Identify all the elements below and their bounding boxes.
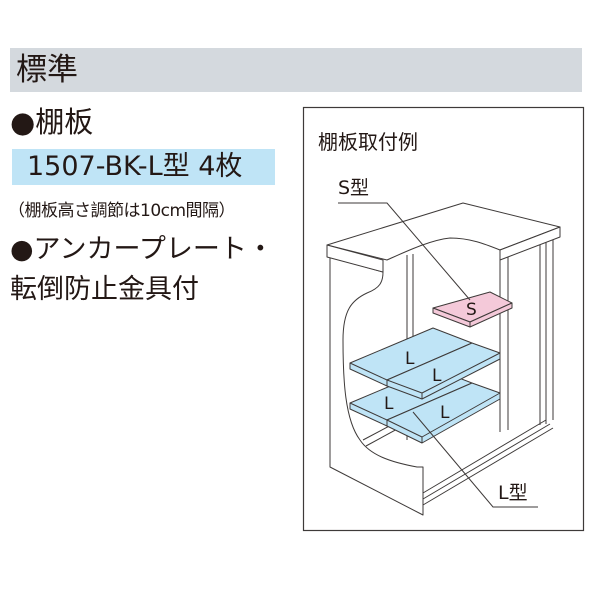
bottom-rail [362, 414, 554, 506]
l-type-label: L型 [498, 482, 528, 504]
diagram-title: 棚板取付例 [318, 130, 418, 154]
s-type-leader [338, 202, 471, 301]
shelf-note: （棚板高さ調節は10cm間隔） [8, 201, 236, 221]
post-middle [499, 247, 509, 432]
left-panel [329, 256, 424, 516]
l-type-leader [412, 411, 538, 508]
section-header: 標準 [10, 48, 582, 92]
anchor-heading-line1: ●アンカープレート・ [10, 234, 274, 265]
s-type-label: S型 [338, 177, 369, 199]
section-title: 標準 [16, 52, 78, 88]
shelf-model-box: 1507-BK-L型 4枚 [12, 149, 275, 185]
cabinet-drawing [326, 202, 561, 516]
top-slab [326, 202, 561, 261]
l-shelves-upper [349, 327, 501, 400]
l-shelf-mark: L [384, 394, 394, 414]
top-front-right [499, 226, 561, 261]
s-shelf [432, 291, 513, 328]
s-shelf-mark: S [466, 300, 477, 320]
l-shelf-mark: L [440, 403, 450, 423]
post-right [539, 232, 554, 425]
anchor-heading-line2: 転倒防止金具付 [10, 274, 199, 305]
top-front-left [326, 244, 384, 273]
shelf-model: 1507-BK-L型 4枚 [27, 151, 243, 182]
l-shelf-mark: L [405, 349, 415, 369]
shelf-heading: ●棚板 [10, 105, 94, 139]
l-shelf-mark: L [432, 366, 442, 386]
